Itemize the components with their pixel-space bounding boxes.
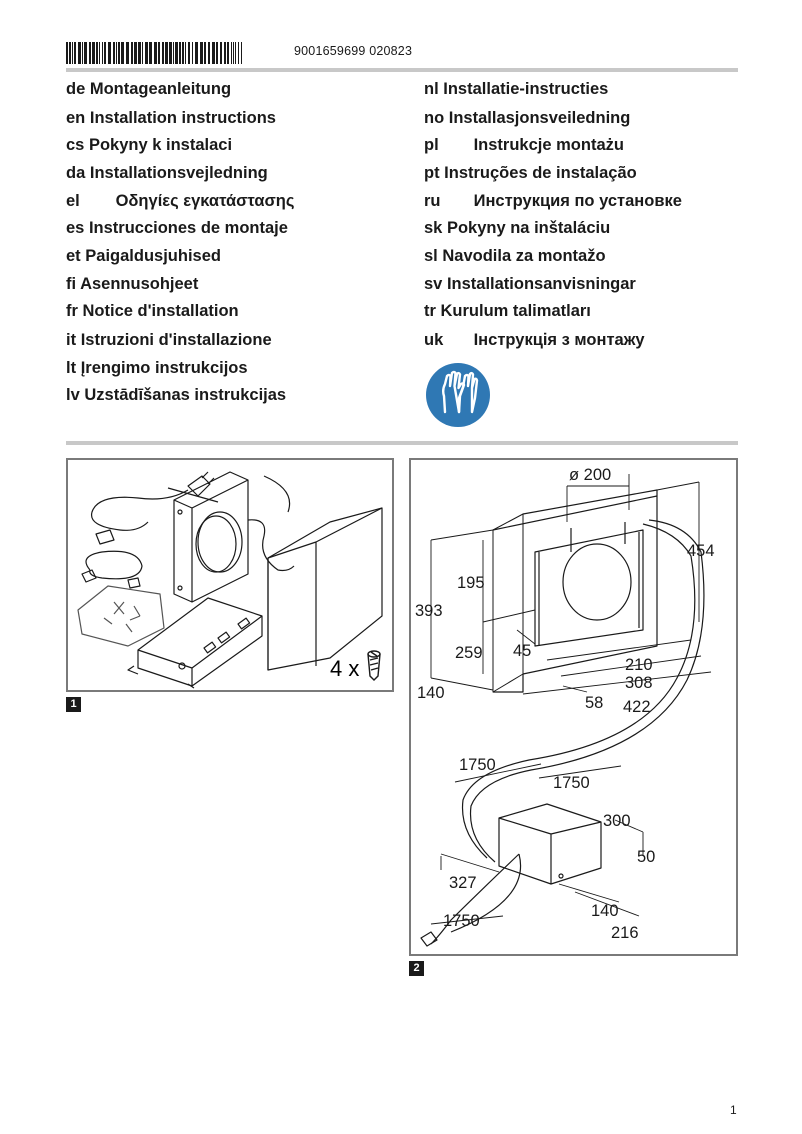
language-entry-ru: ru Инструкция по установке bbox=[424, 192, 682, 211]
language-code: et bbox=[66, 247, 81, 265]
language-title: Kurulum talimatları bbox=[440, 302, 591, 320]
figure-2-frame: ø 200 454 195 393 259 45 210 308 140 58 … bbox=[409, 458, 738, 956]
language-code: es bbox=[66, 219, 85, 237]
language-code: lv bbox=[66, 386, 80, 404]
language-title: Montageanleitung bbox=[89, 80, 232, 98]
language-title: Installasjonsveiledning bbox=[448, 109, 631, 127]
language-code: tr bbox=[424, 302, 436, 320]
language-code: sl bbox=[424, 247, 438, 265]
language-code: sv bbox=[424, 275, 443, 293]
language-entry-fr: fr Notice d'installation bbox=[66, 302, 239, 321]
dim-216: 216 bbox=[611, 924, 639, 942]
language-entry-de: de Montageanleitung bbox=[66, 80, 231, 99]
language-title: Instruções de instalação bbox=[444, 164, 637, 182]
middle-rule bbox=[66, 441, 738, 445]
language-entry-et: et Paigaldusjuhised bbox=[66, 247, 221, 266]
language-entry-el: el Οδηγίες εγκατάστασης bbox=[66, 192, 294, 211]
barcode bbox=[66, 42, 242, 64]
language-title: Installation instructions bbox=[89, 109, 276, 127]
dim-50: 50 bbox=[637, 848, 655, 866]
language-entry-fi: fi Asennusohjeet bbox=[66, 275, 198, 294]
dim-454: 454 bbox=[687, 542, 715, 560]
language-entry-sv: sv Installationsanvisningar bbox=[424, 275, 636, 294]
language-title: Uzstādīšanas instrukcijas bbox=[84, 386, 287, 404]
language-title: Instrucciones de montaje bbox=[88, 219, 288, 237]
dim-393: 393 bbox=[415, 602, 443, 620]
dim-1750-bottom: 1750 bbox=[443, 912, 480, 930]
language-entry-en: en Installation instructions bbox=[66, 109, 276, 128]
language-code: it bbox=[66, 331, 77, 349]
language-entry-sk: sk Pokyny na inštaláciu bbox=[424, 219, 610, 238]
figure-1-number: 1 bbox=[66, 697, 81, 712]
dim-140-bottom: 140 bbox=[591, 902, 619, 920]
language-title: Navodila za montažo bbox=[442, 247, 606, 265]
language-code: sk bbox=[424, 219, 443, 237]
language-title: Notice d'installation bbox=[82, 302, 239, 320]
language-entry-no: no Installasjonsveiledning bbox=[424, 109, 630, 128]
language-code: de bbox=[66, 80, 86, 98]
dim-259: 259 bbox=[455, 644, 483, 662]
wear-gloves-icon bbox=[426, 363, 490, 427]
dim-308: 308 bbox=[625, 674, 653, 692]
language-title: Инструкция по установке bbox=[473, 192, 682, 210]
language-code: no bbox=[424, 109, 445, 127]
language-title: Instrukcje montażu bbox=[473, 136, 624, 154]
language-title: Įrengimo instrukcijos bbox=[80, 359, 248, 377]
language-title: Installatie-instructies bbox=[443, 80, 609, 98]
language-code: nl bbox=[424, 80, 439, 98]
language-code: pl bbox=[424, 136, 439, 154]
language-code: lt bbox=[66, 359, 77, 377]
language-title: Istruzioni d'installazione bbox=[80, 331, 272, 349]
figure-1-illustration: 4 x bbox=[77, 471, 383, 689]
language-entry-pt: pt Instruções de instalação bbox=[424, 164, 637, 183]
figure-2-number: 2 bbox=[409, 961, 424, 976]
dim-300: 300 bbox=[603, 812, 631, 830]
language-entry-cs: cs Pokyny k instalaci bbox=[66, 136, 232, 155]
dim-45: 45 bbox=[513, 642, 531, 660]
language-title: Інструкція з монтажу bbox=[473, 331, 645, 349]
language-title: Asennusohjeet bbox=[80, 275, 199, 293]
language-code: pt bbox=[424, 164, 440, 182]
language-entry-pl: pl Instrukcje montażu bbox=[424, 136, 624, 155]
language-code: da bbox=[66, 164, 86, 182]
screw-count-label: 4 x bbox=[330, 656, 359, 681]
language-title: Paigaldusjuhised bbox=[85, 247, 221, 265]
dim-1750-middle: 1750 bbox=[553, 774, 590, 792]
dim-210: 210 bbox=[625, 656, 653, 674]
top-rule bbox=[66, 68, 738, 72]
language-entry-tr: tr Kurulum talimatları bbox=[424, 302, 591, 321]
language-entry-da: da Installationsvejledning bbox=[66, 164, 268, 183]
language-entry-sl: sl Navodila za montažo bbox=[424, 247, 606, 266]
language-entry-uk: uk Інструкція з монтажу bbox=[424, 331, 645, 350]
language-title: Pokyny k instalaci bbox=[88, 136, 233, 154]
dim-327: 327 bbox=[449, 874, 477, 892]
dim-140-top: 140 bbox=[417, 684, 445, 702]
language-entry-it: it Istruzioni d'installazione bbox=[66, 331, 272, 350]
language-title: Οδηγίες εγκατάστασης bbox=[115, 192, 295, 210]
language-code: cs bbox=[66, 136, 85, 154]
dim-1750-top: 1750 bbox=[459, 756, 496, 774]
dim-58: 58 bbox=[585, 694, 603, 712]
language-code: fr bbox=[66, 302, 78, 320]
dim-diameter: ø 200 bbox=[569, 466, 611, 484]
language-code: en bbox=[66, 109, 86, 127]
page-number: 1 bbox=[730, 1103, 737, 1117]
document-code: 9001659699 020823 bbox=[294, 44, 413, 58]
language-code: ru bbox=[424, 192, 441, 210]
language-code: fi bbox=[66, 275, 77, 293]
dim-422: 422 bbox=[623, 698, 651, 716]
language-entry-lt: lt Įrengimo instrukcijos bbox=[66, 359, 248, 378]
language-title: Installationsvejledning bbox=[89, 164, 268, 182]
language-code: el bbox=[66, 192, 80, 210]
language-entry-lv: lv Uzstādīšanas instrukcijas bbox=[66, 386, 286, 405]
dim-195: 195 bbox=[457, 574, 485, 592]
language-title: Pokyny na inštaláciu bbox=[446, 219, 611, 237]
figure-2-dimension-drawing: ø 200 454 195 393 259 45 210 308 140 58 … bbox=[415, 466, 715, 947]
language-title: Installationsanvisningar bbox=[446, 275, 636, 293]
figure-1-frame: 4 x bbox=[66, 458, 394, 692]
language-entry-es: es Instrucciones de montaje bbox=[66, 219, 288, 238]
language-code: uk bbox=[424, 331, 444, 349]
language-entry-nl: nl Installatie-instructies bbox=[424, 80, 608, 99]
